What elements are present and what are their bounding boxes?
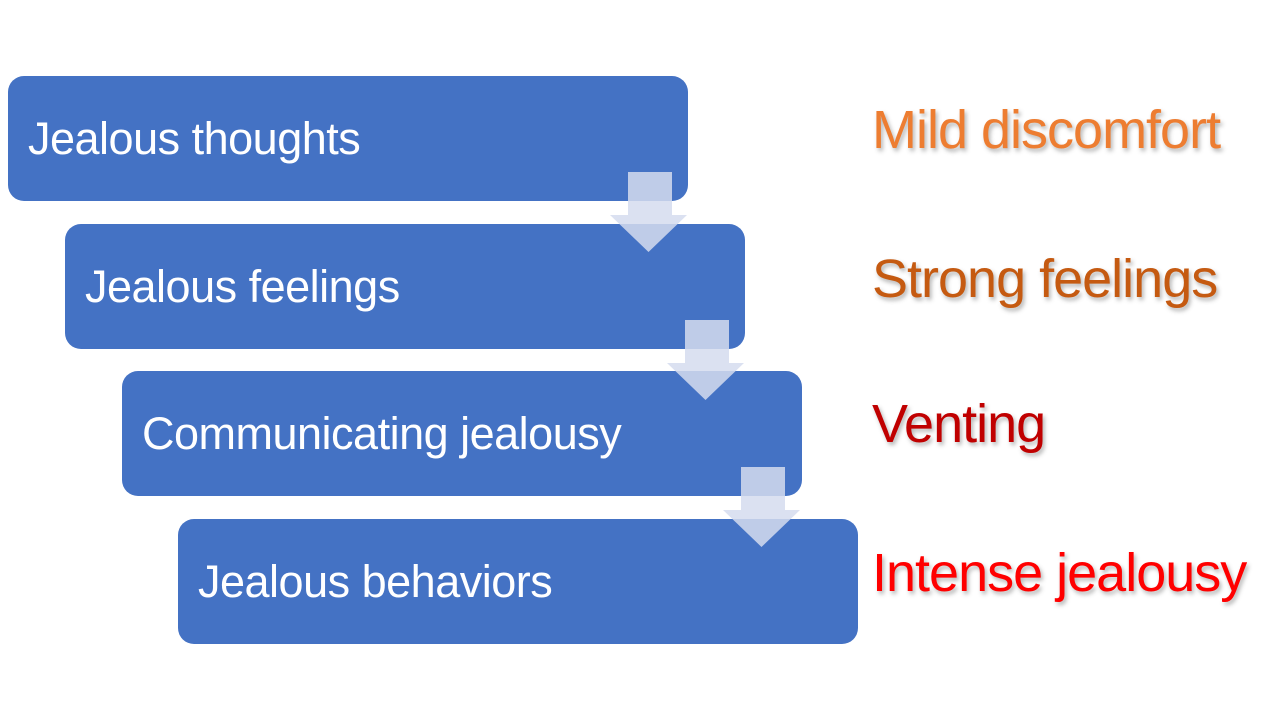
step-label: Communicating jealousy bbox=[142, 407, 622, 459]
step-label: Jealous feelings bbox=[85, 260, 400, 312]
annotation-mild-discomfort: Mild discomfort bbox=[872, 100, 1221, 160]
annotation-venting: Venting bbox=[872, 394, 1046, 454]
annotation-strong-feelings: Strong feelings bbox=[872, 249, 1218, 309]
step-box-jealous-behaviors: Jealous behaviors bbox=[178, 519, 858, 644]
step-label: Jealous behaviors bbox=[198, 555, 553, 607]
step-box-communicating-jealousy: Communicating jealousy bbox=[122, 371, 802, 496]
down-arrow-icon bbox=[610, 172, 687, 252]
step-box-jealous-feelings: Jealous feelings bbox=[65, 224, 745, 349]
down-arrow-icon bbox=[723, 467, 800, 547]
step-label: Jealous thoughts bbox=[28, 112, 361, 164]
step-box-jealous-thoughts: Jealous thoughts bbox=[8, 76, 688, 201]
annotation-intense-jealousy: Intense jealousy bbox=[872, 543, 1247, 603]
down-arrow-icon bbox=[667, 320, 744, 400]
